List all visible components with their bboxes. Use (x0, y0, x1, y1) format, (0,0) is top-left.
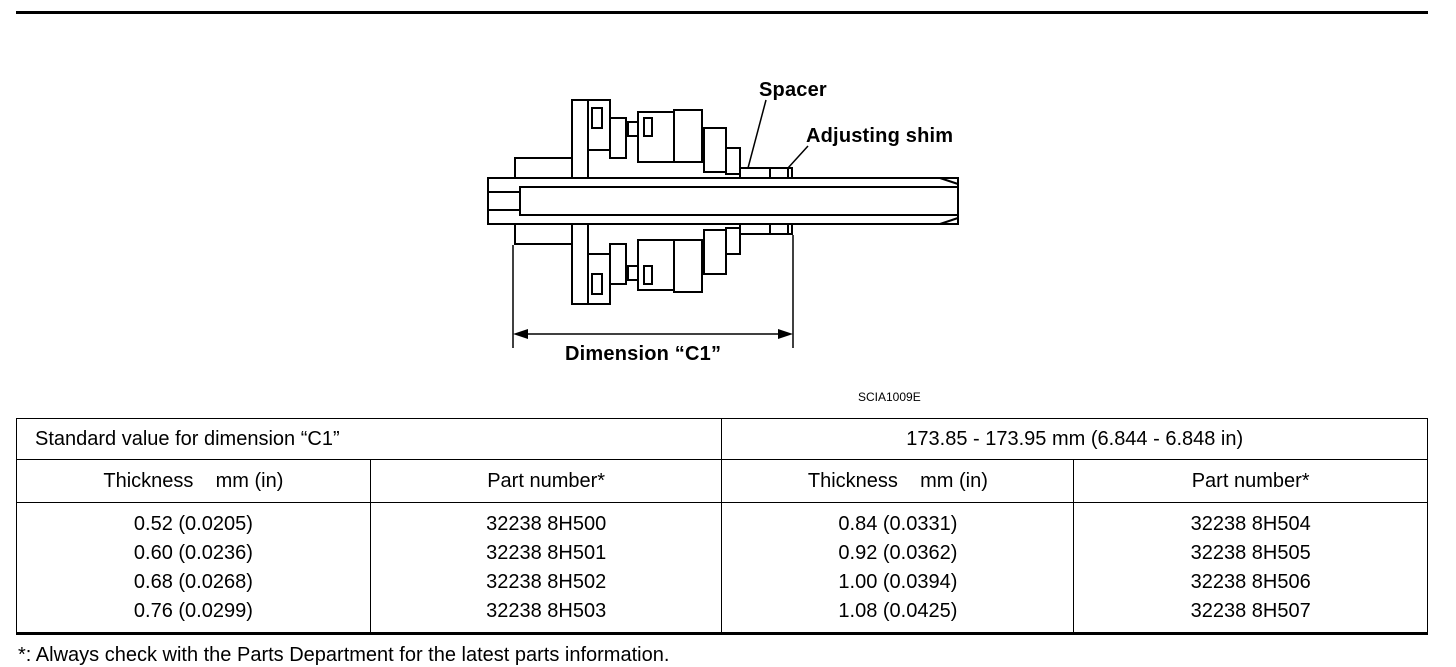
table-cell: 32238 8H501 (486, 542, 607, 564)
table-cell: 0.68 (0.0268) (133, 571, 253, 593)
adjusting-shim-callout: Adjusting shim (806, 125, 954, 147)
table-cell: 0.84 (0.0331) (838, 513, 958, 535)
part-number-column: 32238 8H500 32238 8H501 32238 8H502 3223… (369, 502, 723, 634)
thickness-column: 0.52 (0.0205) 0.60 (0.0236) 0.68 (0.0268… (16, 502, 371, 634)
mainshaft-assembly-figure: Spacer Adjusting shim Dimension “C1” (470, 70, 990, 380)
standard-value: 173.85 - 173.95 mm (6.844 - 6.848 in) (721, 418, 1428, 460)
top-rule (16, 11, 1428, 14)
table-cell: 1.00 (0.0394) (838, 571, 958, 593)
table-cell: 0.52 (0.0205) (133, 513, 253, 535)
thickness-header: Thickness mm (in) (721, 459, 1075, 503)
dimension-c1-callout: Dimension “C1” (565, 343, 722, 365)
table-cell: 1.08 (0.0425) (838, 600, 958, 622)
parts-footnote: *: Always check with the Parts Departmen… (18, 644, 670, 666)
figure-code: SCIA1009E (858, 390, 921, 404)
part-number-header: Part number* (369, 459, 723, 503)
table-cell: 32238 8H507 (1190, 600, 1311, 622)
part-number-header: Part number* (1073, 459, 1428, 503)
table-cell: 32238 8H502 (486, 571, 607, 593)
standard-value-label: Standard value for dimension “C1” (15, 418, 723, 460)
data-row: 0.52 (0.0205) 0.60 (0.0236) 0.68 (0.0268… (16, 502, 1428, 634)
table-cell: 0.76 (0.0299) (133, 600, 253, 622)
shim-spec-table: Standard value for dimension “C1” 173.85… (15, 418, 1428, 634)
table-cell: 32238 8H503 (486, 600, 607, 622)
bottom-rule (16, 632, 1428, 635)
table-cell: 0.60 (0.0236) (133, 542, 253, 564)
table-cell: 32238 8H504 (1190, 513, 1311, 535)
table-cell: 32238 8H500 (486, 513, 607, 535)
spacer-callout: Spacer (759, 79, 827, 101)
table-cell: 32238 8H505 (1190, 542, 1311, 564)
table-cell: 32238 8H506 (1190, 571, 1311, 593)
part-number-column: 32238 8H504 32238 8H505 32238 8H506 3223… (1073, 502, 1428, 634)
thickness-header: Thickness mm (in) (16, 459, 371, 503)
thickness-column: 0.84 (0.0331) 0.92 (0.0362) 1.00 (0.0394… (721, 502, 1075, 634)
standard-value-row: Standard value for dimension “C1” 173.85… (15, 418, 1428, 460)
table-cell: 0.92 (0.0362) (838, 542, 958, 564)
mainshaft-drawing (487, 99, 959, 348)
header-row: Thickness mm (in) Part number* Thickness… (16, 459, 1428, 503)
